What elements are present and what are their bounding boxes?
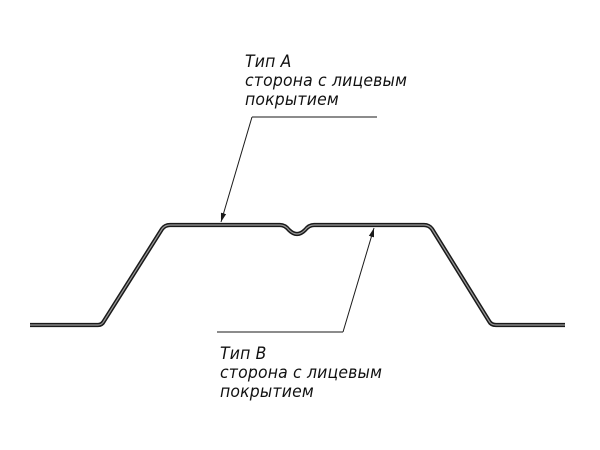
- callout-type-a-title: Тип А: [245, 52, 292, 72]
- leader-type-a: [220, 116, 377, 223]
- profile-sheet: [30, 222, 565, 328]
- callout-type-a: Тип А сторона с лицевым покрытием: [245, 53, 407, 110]
- callout-type-b-title: Тип В: [220, 344, 267, 364]
- leader-type-b: [217, 227, 375, 333]
- callout-type-b: Тип В сторона с лицевым покрытием: [220, 345, 382, 402]
- callout-type-a-line2: покрытием: [245, 90, 339, 110]
- callout-type-b-line1: сторона с лицевым: [220, 363, 383, 383]
- callout-type-a-line1: сторона с лицевым: [245, 71, 408, 91]
- callout-type-b-line2: покрытием: [220, 382, 314, 402]
